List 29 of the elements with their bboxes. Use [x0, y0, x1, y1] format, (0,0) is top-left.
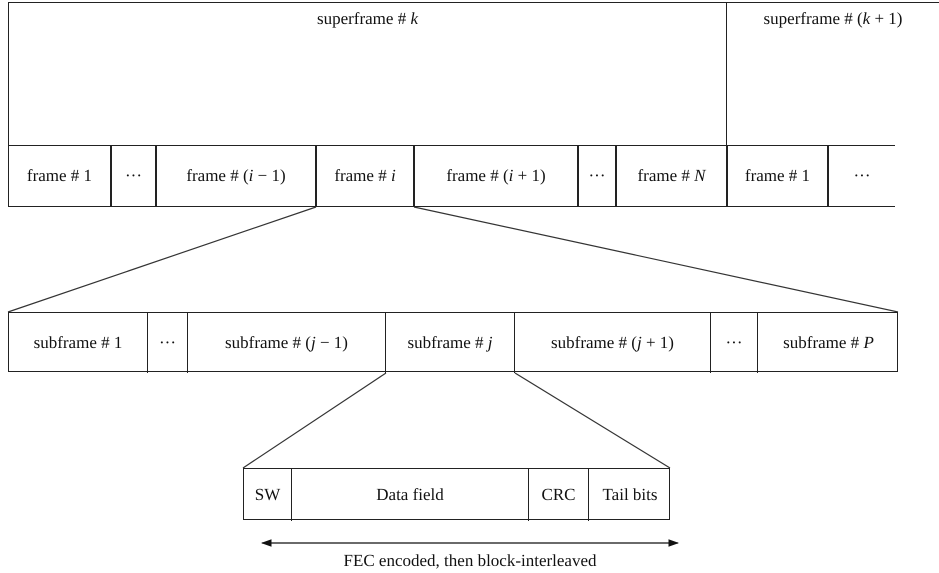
frame-field: frame # 1: [8, 145, 111, 207]
frame-field: frame # N: [616, 145, 727, 207]
expansion-line: [514, 372, 670, 469]
ellipsis-field: ···: [148, 313, 188, 373]
span-caption: FEC encoded, then block-interleaved: [342, 551, 598, 571]
subframe-field: subframe # (j − 1): [188, 313, 386, 373]
subframe-field: subframe # j: [386, 313, 515, 373]
ellipsis-field: ···: [828, 145, 895, 207]
ellipsis-field: ···: [578, 145, 616, 207]
subframe-field: subframe # 1: [9, 313, 148, 373]
expansion-line: [8, 206, 316, 313]
subframe-row: [8, 312, 898, 372]
crc-field: CRC: [529, 469, 589, 521]
superframe-field: superframe # (k + 1): [727, 2, 939, 145]
subframe-field: subframe # P: [758, 313, 899, 373]
expansion-line: [242, 372, 386, 468]
frame-field: frame # 1: [727, 145, 828, 207]
data-field: Data field: [292, 469, 529, 521]
expansion-line: [414, 206, 898, 313]
sync-word-field: SW: [244, 469, 292, 521]
field-row: [243, 468, 670, 520]
frame-field: frame # i: [316, 145, 414, 207]
ellipsis-field: ···: [111, 145, 156, 207]
ellipsis-field: ···: [711, 313, 758, 373]
superframe-field: superframe # k: [8, 2, 727, 145]
subframe-field: subframe # (j + 1): [515, 313, 711, 373]
tail-bits-field: Tail bits: [589, 469, 671, 521]
frame-field: frame # (i + 1): [414, 145, 578, 207]
frame-field: frame # (i − 1): [156, 145, 316, 207]
